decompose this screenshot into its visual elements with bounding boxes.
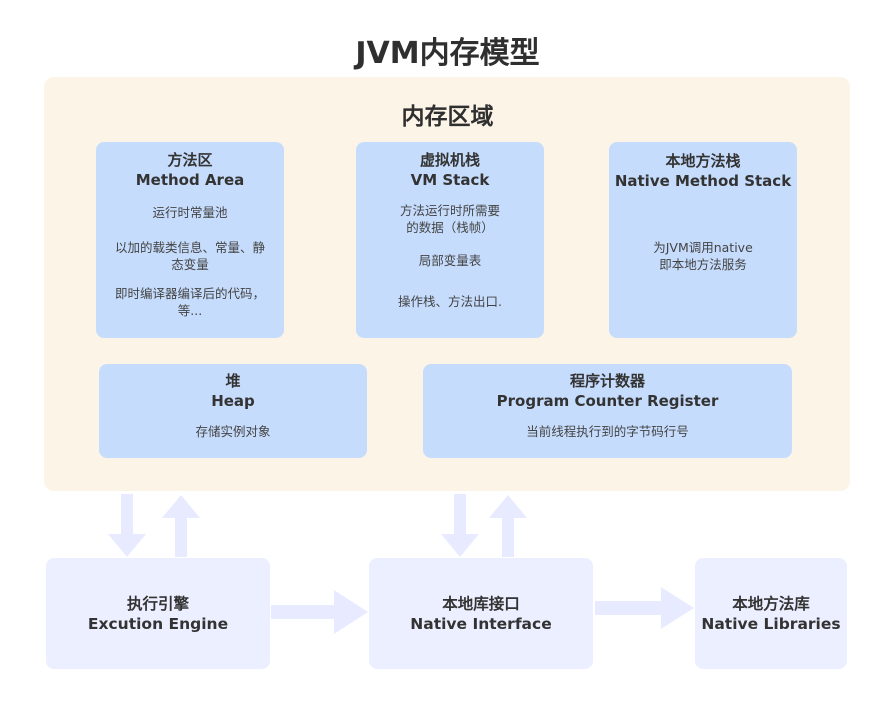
native-interface-name-en: Native Interface: [410, 614, 552, 633]
heap-name-en: Heap: [211, 392, 255, 410]
vm-stack-desc-1: 方法运行时所需要: [399, 203, 500, 218]
vm-stack-desc-4: 操作栈、方法出口.: [398, 294, 502, 309]
memory-region-title: 内存区域: [401, 104, 494, 130]
native-libraries-name-cn: 本地方法库: [732, 594, 810, 613]
exec-engine-down-arrow: [108, 494, 146, 557]
engine-to-interface-arrow: [271, 590, 368, 634]
native-interface-up-arrow: [489, 495, 527, 557]
native-stack-desc-1: 为JVM调用native: [653, 240, 753, 255]
execution-engine-name-cn: 执行引擎: [126, 594, 189, 613]
diagram-title: JVM内存模型: [355, 36, 540, 71]
pc-register-name-en: Program Counter Register: [496, 392, 719, 410]
vm-stack-desc-2: 的数据（栈帧）: [406, 220, 494, 235]
method-area-name-en: Method Area: [135, 171, 245, 189]
native-stack-name-cn: 本地方法栈: [665, 152, 741, 170]
method-area-desc-2: 以加的载类信息、常量、静: [114, 240, 265, 255]
native-interface-name-cn: 本地库接口: [442, 594, 520, 613]
pc-register-name-cn: 程序计数器: [569, 372, 645, 390]
native-libraries-box: 本地方法库 Native Libraries: [695, 558, 847, 669]
vm-stack-box: 虚拟机栈 VM Stack 方法运行时所需要 的数据（栈帧） 局部变量表 操作栈…: [356, 142, 544, 338]
method-area-box: 方法区 Method Area 运行时常量池 以加的载类信息、常量、静 态变量 …: [96, 142, 284, 338]
method-area-desc-5: 等...: [177, 303, 203, 318]
vm-stack-name-cn: 虚拟机栈: [419, 151, 480, 169]
interface-to-libraries-arrow: [595, 587, 694, 629]
heap-box: 堆 Heap 存储实例对象: [99, 364, 367, 458]
heap-desc: 存储实例对象: [195, 424, 271, 439]
native-interface-box: 本地库接口 Native Interface: [369, 558, 593, 669]
vm-stack-desc-3: 局部变量表: [418, 253, 482, 268]
native-stack-name-en: Native Method Stack: [614, 172, 792, 190]
pc-register-desc: 当前线程执行到的字节码行号: [526, 424, 689, 439]
vm-stack-name-en: VM Stack: [410, 171, 490, 189]
execution-engine-box: 执行引擎 Excution Engine: [46, 558, 270, 669]
method-area-desc-1: 运行时常量池: [152, 205, 228, 220]
native-stack-desc-2: 即本地方法服务: [659, 257, 747, 272]
native-method-stack-box: 本地方法栈 Native Method Stack 为JVM调用native 即…: [609, 142, 797, 338]
exec-engine-up-arrow: [162, 495, 200, 557]
method-area-desc-3: 态变量: [171, 257, 209, 272]
program-counter-register-box: 程序计数器 Program Counter Register 当前线程执行到的字…: [423, 364, 792, 458]
native-libraries-name-en: Native Libraries: [701, 614, 841, 633]
method-area-desc-4: 即时编译器编译后的代码，: [114, 286, 265, 301]
heap-name-cn: 堆: [225, 372, 241, 390]
native-interface-down-arrow: [441, 494, 479, 557]
execution-engine-name-en: Excution Engine: [87, 614, 229, 633]
method-area-name-cn: 方法区: [167, 151, 213, 169]
